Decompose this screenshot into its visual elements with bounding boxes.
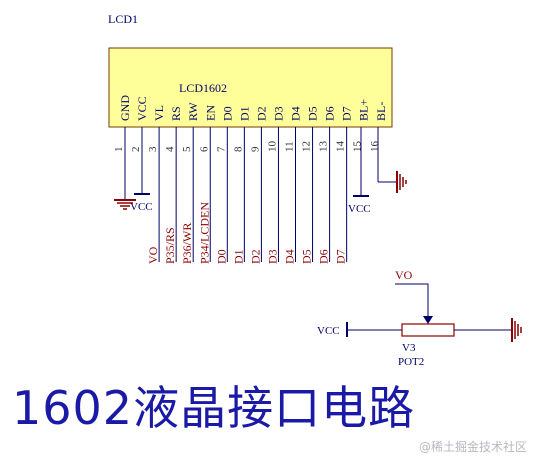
net-label-11: D4 (283, 249, 297, 264)
pin-number-13: 13 (318, 141, 330, 153)
net-label-6: P34/LCDEN (197, 202, 211, 264)
pin-number-14: 14 (335, 141, 347, 153)
pin-name-vl: VL (152, 105, 166, 121)
pin-name-d1: D1 (237, 106, 251, 121)
pin-name-d4: D4 (289, 106, 303, 121)
pin-number-3: 3 (147, 146, 159, 152)
pin-name-d2: D2 (254, 106, 268, 121)
watermark: @稀土掘金技术社区 (418, 440, 527, 454)
net-label-12: D5 (300, 249, 314, 264)
caption-title: 1602液晶接口电路 (12, 381, 416, 435)
net-label-13: D6 (317, 249, 331, 264)
pin-number-2: 2 (130, 147, 142, 153)
pin-number-1: 1 (113, 147, 125, 153)
pin-name-rw: RW (186, 102, 200, 121)
vcc-right-label: VCC (348, 203, 371, 215)
pin-name-bl-plus: BL+ (357, 99, 371, 121)
pin-name-rs: RS (169, 106, 183, 121)
pin-number-8: 8 (232, 146, 244, 152)
gnd-pin1-wiring (114, 127, 136, 210)
lcd-ref-label: LCD1 (108, 12, 138, 26)
bl-minus-wiring (377, 127, 407, 193)
lcd-body (108, 47, 393, 128)
pin-number-4: 4 (164, 146, 176, 152)
pin-name-d3: D3 (271, 106, 285, 121)
vcc-pin2-wiring (134, 127, 150, 195)
pin-name-d0: D0 (220, 106, 234, 121)
pin-number-11: 11 (284, 141, 296, 152)
pin-name-bl-minus: BL- (374, 102, 388, 121)
pin-name-d7: D7 (340, 106, 354, 121)
pot-body (401, 323, 455, 337)
pot-wiper-net-label: VO (395, 268, 413, 282)
pin-name-vcc: VCC (135, 96, 149, 121)
pin-number-7: 7 (215, 146, 227, 152)
pin-number-16: 16 (369, 141, 381, 153)
pin-number-12: 12 (301, 141, 313, 152)
net-label-9: D2 (248, 249, 262, 264)
pin-name-en: EN (203, 105, 217, 121)
lcd-part-label: LCD1602 (179, 81, 227, 95)
net-label-7: D0 (214, 249, 228, 264)
net-label-4: P35/RS (163, 227, 177, 264)
pin-number-10: 10 (266, 141, 278, 153)
vcc-left-label: VCC (130, 201, 153, 213)
pin-name-d6: D6 (323, 106, 337, 121)
pot-wiper-arrow (423, 316, 433, 324)
lcd-pins: GND1VCC2VL3VORS4P35/RSRW5P36/WREN6P34/LC… (113, 95, 388, 264)
bl-plus-wiring (353, 127, 369, 197)
pin-number-9: 9 (249, 146, 261, 152)
net-label-8: D1 (231, 249, 245, 264)
potentiometer (346, 283, 522, 342)
net-label-10: D3 (265, 249, 279, 264)
net-label-5: P36/WR (180, 223, 194, 264)
pot-ref-label: V3 (402, 342, 416, 354)
pin-name-gnd: GND (118, 95, 132, 121)
pot-supply-label: VCC (317, 325, 340, 337)
pin-number-15: 15 (352, 141, 364, 153)
pin-name-d5: D5 (306, 106, 320, 121)
pin-number-5: 5 (181, 146, 193, 152)
pot-part-label: POT2 (398, 356, 424, 368)
net-label-3: VO (146, 246, 160, 264)
net-label-14: D7 (334, 249, 348, 264)
pin-number-6: 6 (198, 146, 210, 152)
